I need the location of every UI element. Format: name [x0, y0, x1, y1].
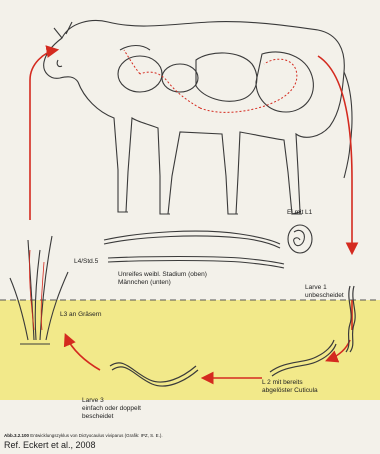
caption-text: Entwicklungszyklus von Dictyocaulus vivi…	[30, 433, 162, 438]
caption-number: Abb.3.2.100	[4, 433, 29, 438]
reference-note: Ref. Eckert et al., 2008	[4, 440, 96, 450]
paper-background	[0, 0, 380, 300]
label-l3-grass: L3 an Gräsern	[60, 311, 102, 318]
label-larva1-2: unbescheidet	[305, 292, 344, 299]
label-larva3-3: bescheidet	[82, 413, 114, 420]
label-immature-2: Männchen (unten)	[118, 279, 171, 286]
label-l4: L4/Std.5	[74, 258, 99, 265]
label-immature-1: Unreifes weibl. Stadium (oben)	[118, 271, 207, 278]
label-larva3-1: Larve 3	[82, 397, 104, 404]
label-l2-2: abgelöster Cuticula	[262, 387, 318, 394]
label-l2-1: L 2 mit bereits	[262, 379, 303, 386]
label-larva3-2: einfach oder doppelt	[82, 405, 141, 412]
figure-caption: Abb.3.2.100 Entwicklungszyklus von Dicty…	[4, 433, 163, 438]
label-egg: Ei mit L1	[287, 209, 313, 216]
label-larva1-1: Larve 1	[305, 284, 327, 291]
pasture-zone	[0, 300, 380, 400]
